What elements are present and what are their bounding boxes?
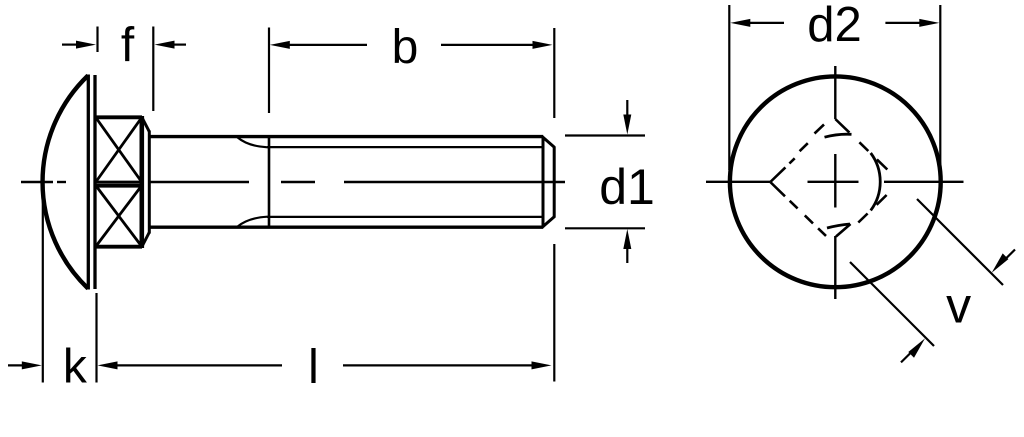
svg-text:d1: d1 [599,159,655,215]
svg-text:v: v [946,277,971,333]
svg-text:f: f [121,19,135,72]
svg-text:d2: d2 [807,0,862,52]
svg-text:b: b [392,21,419,74]
svg-text:l: l [308,341,319,394]
svg-text:k: k [63,341,88,394]
